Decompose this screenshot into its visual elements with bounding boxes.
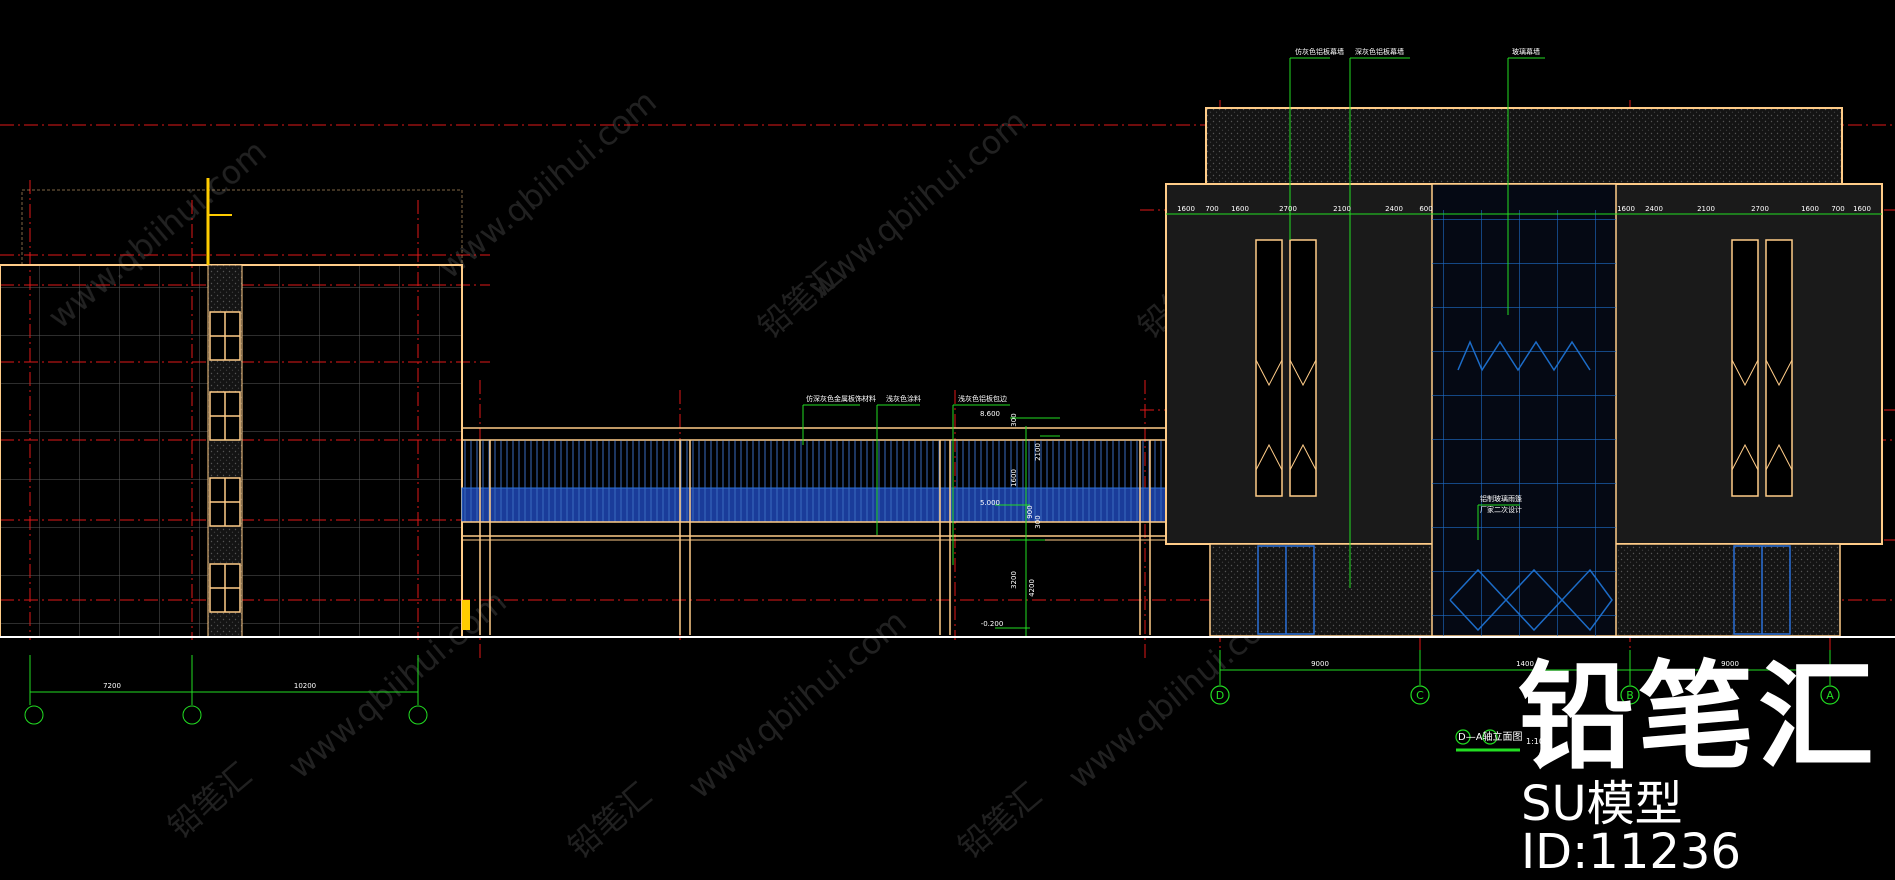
corridor-bridge [461,427,1167,635]
vdim: 2100 [1034,443,1042,461]
axis-bubbles [1210,685,1840,745]
note-dark-aluminum: 深灰色铝板幕墙 [1355,47,1404,56]
vdim: 1600 [1010,469,1018,487]
vdim: 900 [1026,505,1034,518]
top-dim: 2700 [1751,205,1769,213]
top-dim: 2100 [1333,205,1351,213]
top-dim: 600 [1419,205,1432,213]
watermark-site-cn: 铅笔汇 [951,775,1049,866]
top-dim: 1600 [1231,205,1249,213]
axis-bubble-labels: D C B A [1216,689,1834,702]
drawing-title-text: D—A轴立面图 [1458,730,1523,743]
top-dim: 1600 [1853,205,1871,213]
left-dim-2: 10200 [294,682,316,690]
dimension-lines [24,57,1882,752]
top-dim: 1600 [1801,205,1819,213]
watermark-site-cn: 铅笔汇 [561,775,659,866]
top-dim: 700 [1205,205,1218,213]
curtain-wall-decor [1449,340,1613,632]
left-dim-1: 7200 [103,682,121,690]
note-aluminum-edge: 浅灰色铝板包边 [958,394,1007,403]
drawing-title: D—A轴立面图 1:100 [1458,730,1549,746]
watermark-site-cn: 铅笔汇 [751,255,849,346]
top-dim: 2400 [1645,205,1663,213]
top-dim: 1600 [1617,205,1635,213]
axis-bubble-b: B [1626,689,1634,702]
stair-windows [209,311,241,613]
drawing-scale: 1:100 [1526,737,1549,746]
watermark-site-cn: 铅笔汇 [161,755,259,846]
note-gray-aluminum: 仿灰色铝板幕墙 [1295,47,1344,56]
dimension-labels: 7200 10200 9000 1400 9000 1600 700 1600 … [103,205,1871,690]
vdim: 4200 [1028,579,1036,597]
note-glass-canopy: 铝制玻璃雨篷 [1480,494,1522,503]
note-vendor: 厂家二次设计 [1480,505,1522,514]
ground-doors [1257,545,1791,635]
note-light-paint: 浅灰色涂料 [886,394,921,403]
vdim: 300 [1034,515,1042,528]
bottom-dim-1: 9000 [1311,660,1329,668]
watermark-site: www.qbiihui.com [431,82,664,286]
brand-watermark: 铅笔汇 [1518,650,1878,785]
axis-bubble-c: C [1416,689,1424,702]
elevation-mid: 5.000 [980,499,1000,507]
right-building [1165,107,1883,637]
watermark-site: www.qbiihui.com [681,602,914,806]
bottom-dim-2: 1400 [1516,660,1534,668]
model-id-watermark: SU模型ID:11236 [1521,776,1741,880]
note-metal-panel: 仿深灰色金属板饰材料 [806,394,876,403]
bottom-dim-3: 9000 [1721,660,1739,668]
top-dim: 2400 [1385,205,1403,213]
elevation-top: 8.600 [980,410,1000,418]
top-dim: 2700 [1279,205,1297,213]
note-glass-curtain: 玻璃幕墙 [1512,47,1540,56]
top-dim: 700 [1831,205,1844,213]
axis-bubble-a: A [1826,689,1834,702]
vdim: 300 [1010,413,1018,426]
elevation-ground: -0.200 [981,620,1004,628]
left-building [0,178,470,638]
axis-bubble-d: D [1216,689,1224,702]
vdim: 3200 [1010,571,1018,589]
material-notes: 仿深灰色金属板饰材料 浅灰色涂料 浅灰色铝板包边 仿灰色铝板幕墙 深灰色铝板幕墙… [806,47,1540,514]
top-dim: 1600 [1177,205,1195,213]
top-dim: 2100 [1697,205,1715,213]
